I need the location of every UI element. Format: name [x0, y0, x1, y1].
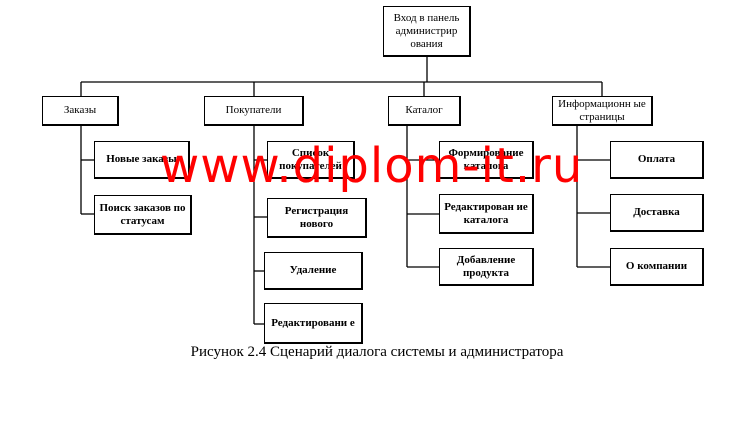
node-new-orders: Новые заказы [94, 141, 190, 179]
node-edit-catalog: Редактирован ие каталога [439, 194, 534, 234]
node-payment: Оплата [610, 141, 704, 179]
node-about: О компании [610, 248, 704, 286]
node-register-new: Регистрация нового [267, 198, 367, 238]
category-orders: Заказы [42, 96, 119, 126]
node-add-product: Добавление продукта [439, 248, 534, 286]
root-node: Вход в панель администрир ования [383, 6, 471, 57]
category-info-pages: Информационн ые страницы [552, 96, 653, 126]
node-delete: Удаление [264, 252, 363, 290]
node-form-catalog: Формирование каталога [439, 141, 534, 179]
category-catalog: Каталог [388, 96, 461, 126]
node-delivery: Доставка [610, 194, 704, 232]
figure-caption: Рисунок 2.4 Сценарий диалога системы и а… [190, 344, 564, 360]
node-customer-list: Список покупателей [267, 141, 355, 179]
watermark: www.diplom-it.ru [160, 138, 584, 194]
category-customers: Покупатели [204, 96, 304, 126]
node-search-orders: Поиск заказов по статусам [94, 195, 192, 235]
node-edit-customer: Редактировани е [264, 303, 363, 344]
